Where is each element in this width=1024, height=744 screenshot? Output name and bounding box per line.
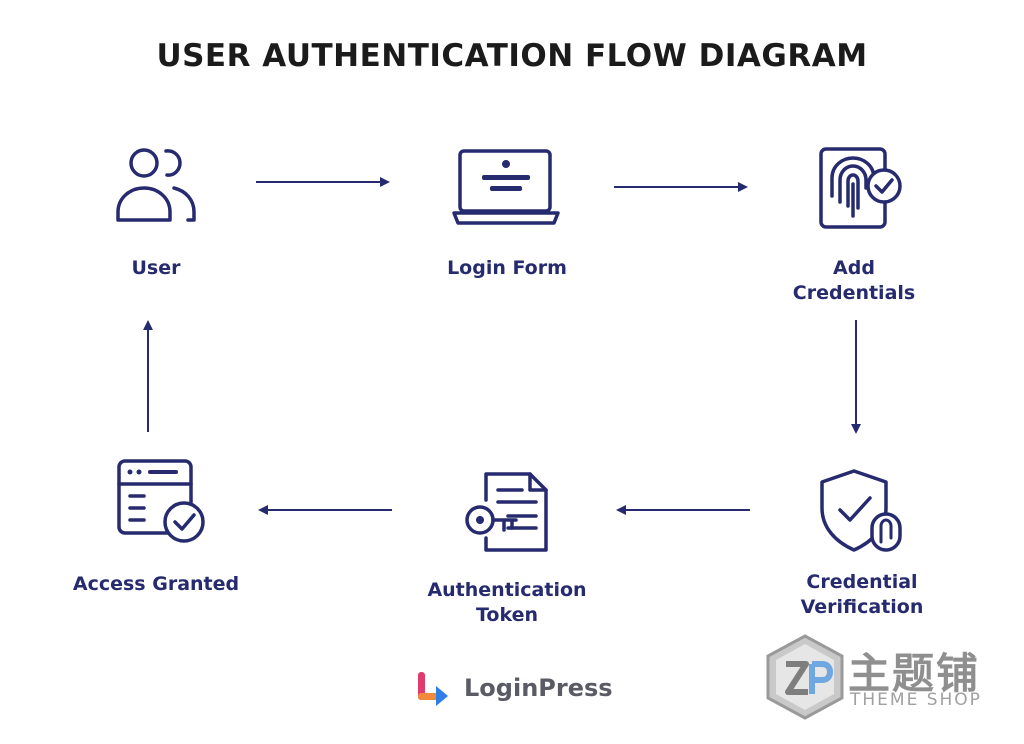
fingerprint-check-icon [819, 147, 902, 229]
brand-name: LoginPress [464, 674, 613, 702]
node-label-login-form: Login Form [447, 257, 567, 279]
node-label-user: User [131, 257, 181, 279]
browser-check-icon [117, 459, 205, 543]
brand: LoginPress [414, 668, 613, 708]
zp-logo-icon [766, 634, 844, 720]
node-label-add-credentials: Add Credentials [792, 257, 916, 304]
loginpress-logo-icon [418, 672, 448, 706]
users-icon [116, 148, 196, 222]
watermark: 主题铺 THEME SHOP [766, 632, 1016, 722]
shield-check-icon [820, 469, 902, 552]
document-key-icon [465, 472, 548, 552]
watermark-text-en: THEME SHOP [850, 690, 982, 710]
diagram-title: USER AUTHENTICATION FLOW DIAGRAM [156, 38, 868, 74]
node-label-authentication-token: Authentication Token [427, 579, 587, 626]
laptop-login-icon [452, 149, 560, 225]
watermark-text-cn: 主题铺 [848, 649, 981, 698]
node-label-access-granted: Access Granted [72, 573, 240, 595]
node-label-credential-verification: Credential Verification [800, 571, 924, 618]
